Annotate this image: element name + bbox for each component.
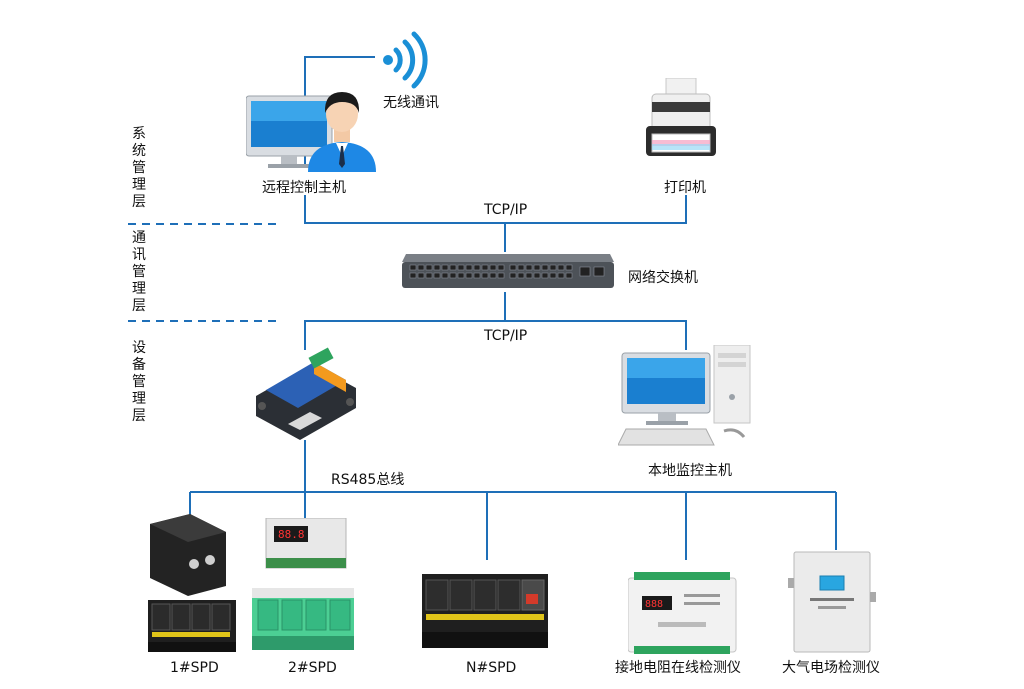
ground-resistance-monitor-icon: 888	[628, 572, 737, 654]
remote-host-label: 远程控制主机	[262, 180, 346, 196]
wireless-label: 无线通讯	[383, 95, 439, 111]
printer-icon	[646, 78, 716, 156]
printer-label: 打印机	[664, 180, 706, 196]
spd2-label: 2#SPD	[288, 660, 337, 676]
ground-monitor-label: 接地电阻在线检测仪	[615, 660, 741, 676]
serial-converter-icon	[256, 347, 356, 440]
layer-label-system: 系统管理层	[132, 126, 146, 210]
tcpip-top-label: TCP/IP	[484, 202, 528, 218]
spd1-icon	[148, 514, 236, 652]
remote-host-icon	[246, 92, 376, 172]
spdn-label: N#SPD	[466, 660, 517, 676]
local-host-icon	[618, 345, 751, 446]
tcpip-mid-bus	[304, 320, 687, 350]
electric-field-monitor-icon	[788, 551, 876, 653]
spd2-icon: 88.8	[252, 518, 354, 650]
field-monitor-label: 大气电场检测仪	[782, 660, 880, 676]
rs485-label: RS485总线	[331, 472, 405, 488]
svg-text:88.8: 88.8	[278, 528, 305, 541]
switch-label: 网络交换机	[628, 270, 698, 286]
spdn-icon	[422, 574, 548, 648]
network-switch-icon	[402, 254, 614, 288]
svg-text:888: 888	[645, 599, 663, 610]
tcpip-top-bus	[304, 195, 687, 224]
layer-label-device: 设备管理层	[132, 340, 146, 424]
spd1-label: 1#SPD	[170, 660, 219, 676]
local-host-label: 本地监控主机	[648, 463, 732, 479]
tcpip-mid-label: TCP/IP	[484, 328, 528, 344]
wireless-icon	[383, 31, 428, 89]
layer-label-comm: 通讯管理层	[132, 230, 146, 314]
